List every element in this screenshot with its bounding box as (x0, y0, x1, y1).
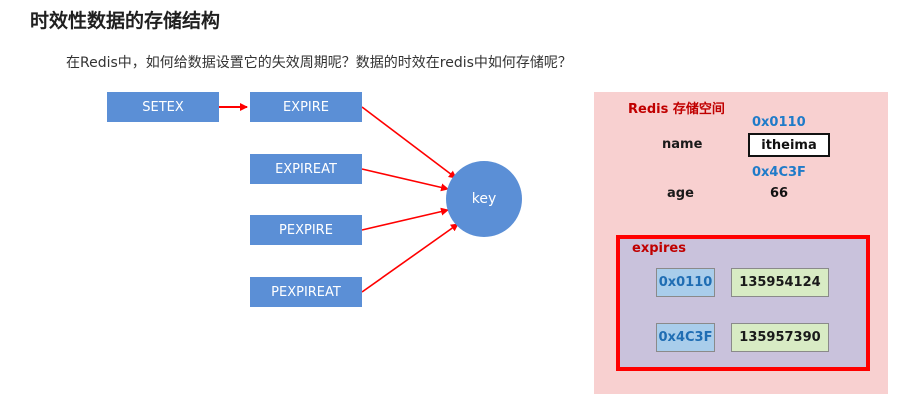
age-field-label: age (667, 186, 694, 201)
expire-command-box: EXPIRE (250, 92, 362, 122)
question-text: 在Redis中，如何给数据设置它的失效周期呢？数据的时效在redis中如何存储呢… (66, 55, 572, 71)
expires-row-timestamp: 135954124 (731, 268, 829, 297)
name-field-label: name (662, 137, 703, 152)
storage-title: Redis 存储空间 (628, 102, 725, 117)
age-value: 66 (770, 186, 789, 201)
expires-title: expires (632, 241, 686, 256)
page-heading: 时效性数据的存储结构 (30, 10, 221, 32)
expires-row-address: 0x4C3F (656, 323, 715, 352)
arrow-pexpire-to-key (361, 207, 449, 231)
setex-command-box: SETEX (107, 92, 219, 122)
age-address: 0x4C3F (752, 165, 806, 180)
key-node: key (446, 161, 522, 237)
expires-row-timestamp: 135957390 (731, 323, 829, 352)
arrow-pexpireat-to-key (361, 223, 459, 293)
name-address: 0x0110 (752, 115, 806, 130)
expireat-command-box: EXPIREAT (250, 154, 362, 184)
name-value-box: itheima (748, 133, 830, 157)
pexpire-command-box: PEXPIRE (250, 215, 362, 245)
arrow-expire-to-key (361, 106, 457, 179)
arrow-expireat-to-key (361, 168, 449, 192)
pexpireat-command-box: PEXPIREAT (250, 277, 362, 307)
expires-row-address: 0x0110 (656, 268, 715, 297)
